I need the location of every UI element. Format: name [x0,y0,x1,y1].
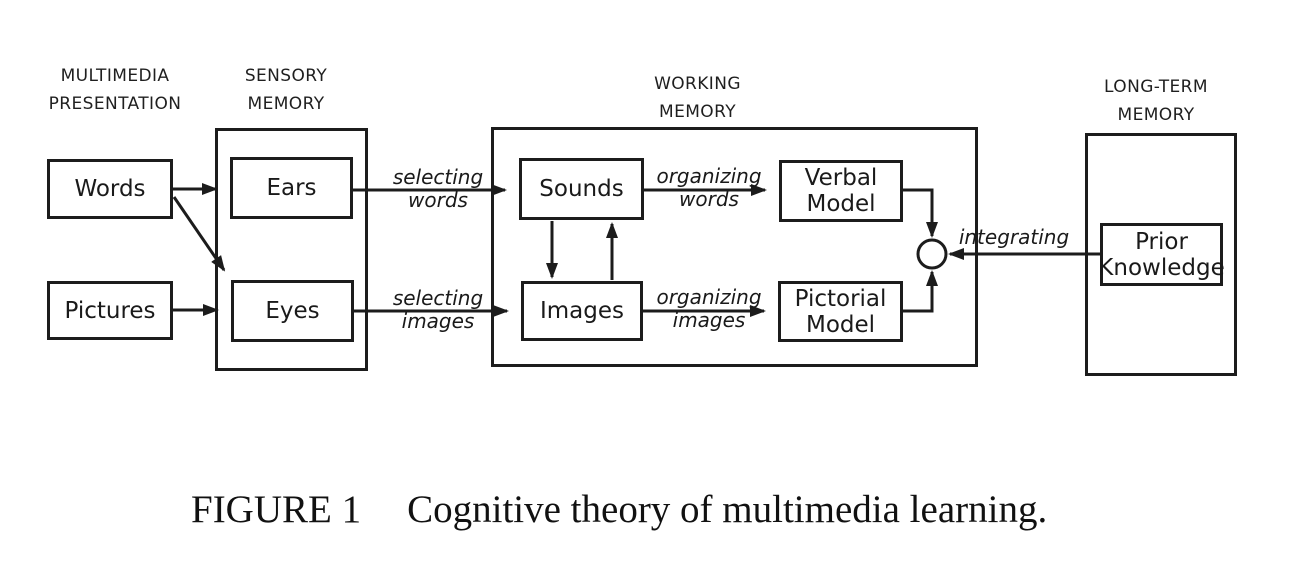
connector-layer [172,183,1101,317]
header-line: SENSORY [244,66,328,86]
header-sensory-memory: SENSORY MEMORY [212,62,360,118]
box-eyes: Eyes [231,280,354,342]
box-label: Pictures [64,297,156,324]
box-words: Words [47,159,173,219]
header-multimedia-presentation: MULTIMEDIA PRESENTATION [20,62,210,118]
box-verbal-model: Verbal Model [779,160,903,222]
integration-node [916,238,948,270]
header-line: MULTIMEDIA [60,66,170,86]
box-label: Images [539,298,624,324]
header-long-term-memory: LONG-TERM MEMORY [1077,73,1235,129]
box-label: Eyes [265,298,320,324]
header-line: LONG-TERM [1104,77,1208,97]
arrow-pictorial-model-to-integration [903,270,938,313]
header-line: MEMORY [659,102,736,122]
figure-caption: FIGURE 1 Cognitive theory of multimedia l… [191,486,1047,534]
box-ears: Ears [230,157,353,219]
label-line: organizing [656,164,762,188]
label-integrating: integrating [952,226,1076,248]
box-label: Ears [266,175,317,201]
label-selecting-words: selecting words [384,166,492,212]
box-label: Verbal [804,165,878,191]
header-line: WORKING [654,74,741,94]
box-pictorial-model: Pictorial Model [778,281,903,342]
box-label: Prior [1135,228,1188,255]
box-images: Images [521,281,643,341]
label-line: words [408,188,468,212]
box-label: Model [805,311,876,338]
figure-caption-text: Cognitive theory of multimedia learning. [407,488,1048,531]
label-line: words [679,187,739,211]
label-organizing-images: organizing images [649,286,769,332]
label-line: images [672,308,746,332]
label-line: images [401,309,475,333]
box-label: Model [806,191,876,217]
header-line: PRESENTATION [48,94,182,114]
label-organizing-words: organizing words [649,165,769,211]
header-line: MEMORY [1117,105,1195,125]
box-pictures: Pictures [47,281,173,340]
box-sounds: Sounds [519,158,644,220]
box-label: Words [74,176,146,202]
sensory-memory-region [215,128,368,371]
box-label: Pictorial [794,285,887,312]
label-line: selecting [392,286,484,310]
box-label: Sounds [539,176,624,202]
label-line: integrating [958,225,1070,249]
arrow-verbal-model-to-integration [903,188,938,238]
header-working-memory: WORKING MEMORY [615,70,780,126]
arrow-words-to-eyes [172,196,226,272]
label-line: selecting [392,165,484,189]
box-label: Knowledge [1098,254,1225,281]
label-line: organizing [656,285,762,309]
header-line: MEMORY [247,94,325,114]
figure-caption-number: FIGURE 1 [191,488,362,531]
box-prior-knowledge: Prior Knowledge [1098,223,1225,286]
working-memory-region [491,127,978,367]
label-selecting-images: selecting images [384,287,492,333]
